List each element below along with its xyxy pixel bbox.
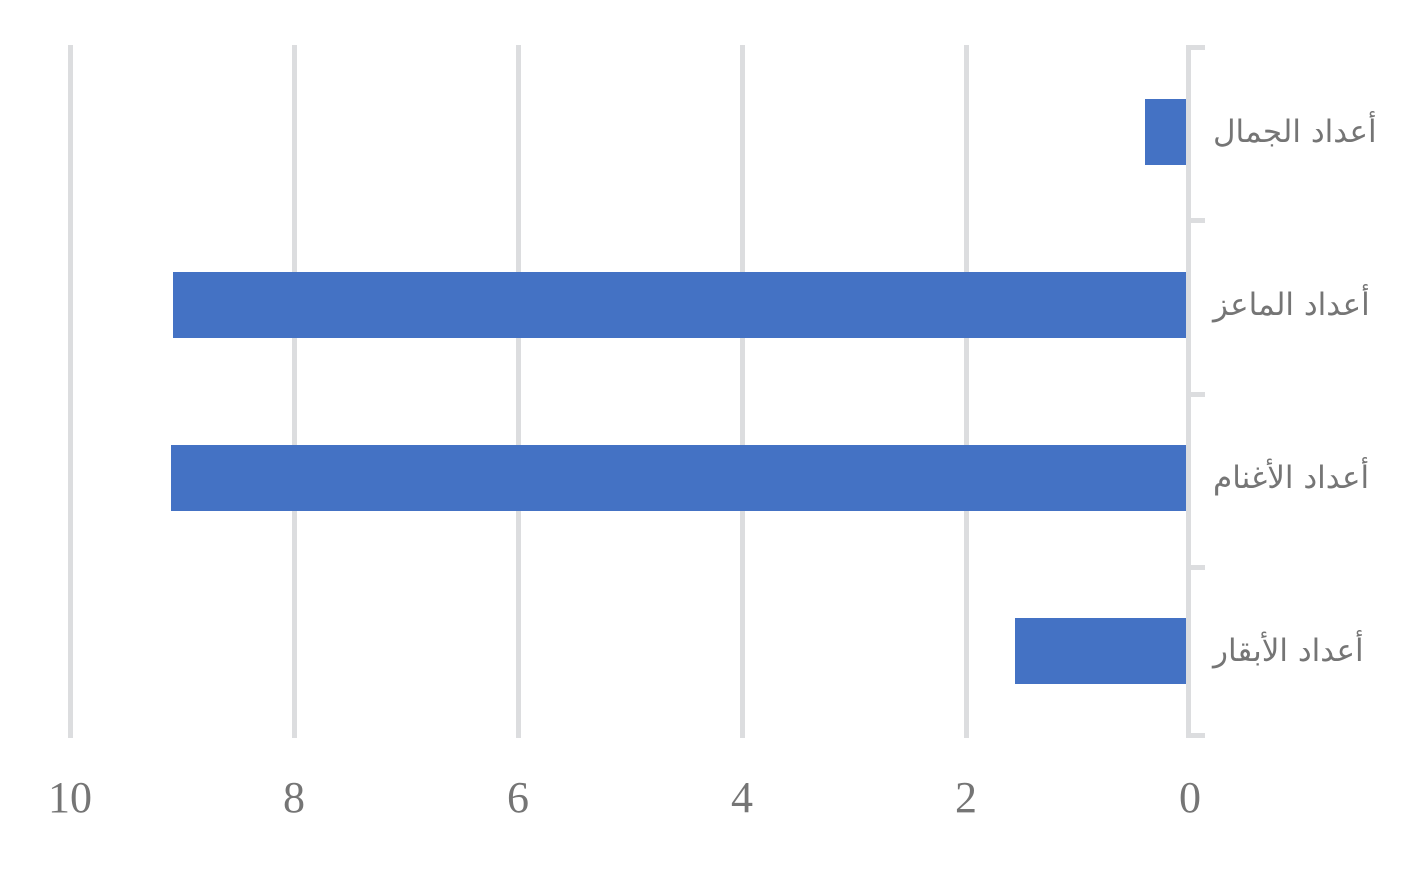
- bar[interactable]: [1015, 618, 1190, 685]
- value-axis-tick-label: 0: [1179, 773, 1201, 822]
- gridline: [964, 45, 969, 738]
- bar[interactable]: [173, 271, 1190, 338]
- category-label: أعداد الأبقار: [1213, 633, 1364, 670]
- value-axis-tick-label: 2: [955, 773, 977, 822]
- value-axis-tick-label: 8: [283, 773, 305, 822]
- bar-group: [70, 565, 1190, 738]
- value-axis-tick-label: 10: [48, 773, 92, 822]
- bar-group: [70, 45, 1190, 218]
- bar-group: [70, 218, 1190, 391]
- gridline: [68, 45, 73, 738]
- category-label: أعداد الماعز: [1213, 286, 1370, 323]
- bar[interactable]: [170, 445, 1190, 512]
- category-axis-tick: [1186, 218, 1205, 224]
- category-axis-tick: [1186, 45, 1205, 50]
- category-label: أعداد الأغنام: [1213, 460, 1370, 497]
- value-axis-tick-label: 4: [731, 773, 753, 822]
- gridline: [292, 45, 297, 738]
- plot-area: [68, 45, 1190, 738]
- bar[interactable]: [1145, 98, 1190, 165]
- category-label: أعداد الجمال: [1213, 113, 1377, 150]
- gridline: [740, 45, 745, 738]
- gridline: [516, 45, 521, 738]
- category-axis-tick: [1186, 391, 1205, 397]
- category-axis-tick: [1186, 564, 1205, 570]
- category-axis-tick: [1186, 733, 1205, 738]
- value-axis-tick-label: 6: [507, 773, 529, 822]
- bar-group: [70, 392, 1190, 565]
